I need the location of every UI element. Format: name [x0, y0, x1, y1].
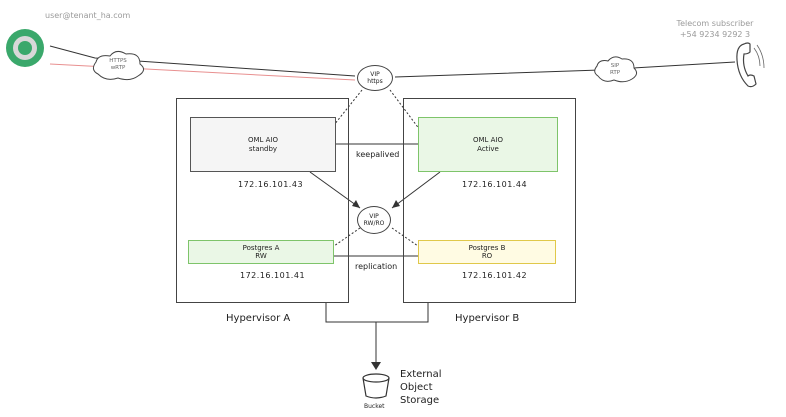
postgres-a-node: Postgres A RW [188, 240, 334, 264]
oml-standby-line2: standby [248, 144, 278, 153]
https-cloud-line2: wRTP [110, 65, 126, 71]
hypervisor-a-label: Hypervisor A [226, 313, 291, 324]
phone-icon [734, 40, 766, 90]
hypervisor-b-box [403, 98, 576, 303]
postgres-b-line1: Postgres B [468, 244, 506, 252]
vip-to-standby-dotted [329, 89, 363, 131]
postgres-a-line2: RW [255, 252, 267, 260]
standby-to-vip-mid [309, 171, 361, 209]
postgres-a-line1: Postgres A [242, 244, 280, 252]
vip-rwro-line2: RW/RO [363, 220, 385, 227]
external-storage-label: External Object Storage [400, 368, 442, 407]
active-to-vip-mid [391, 171, 441, 209]
vip-to-subscriber-line [394, 61, 736, 78]
sip-cloud-line1: SIP [610, 63, 620, 69]
subscriber-label: Telecom subscriber +54 9234 9292 3 [660, 18, 770, 40]
postgres-b-ip: 172.16.101.42 [462, 271, 528, 280]
sip-cloud-line2: RTP [609, 70, 621, 76]
https-cloud-line1: HTTPS [109, 58, 127, 64]
hypervisor-b-label: Hypervisor B [455, 313, 520, 324]
postgres-a-ip: 172.16.101.41 [240, 271, 306, 280]
vipmid-to-pgb-dotted [391, 227, 419, 247]
bucket-label: Bucket [364, 403, 385, 410]
oml-standby-ip: 172.16.101.43 [238, 180, 304, 189]
vipmid-to-pga-dotted [333, 227, 361, 247]
vip-rwro: VIP RW/RO [357, 206, 391, 234]
postgres-b-node: Postgres B RO [418, 240, 556, 264]
https-cloud: HTTPS wRTP [88, 48, 148, 84]
user-label: user@tenant_ha.com [45, 11, 131, 20]
oml-active-node: OML AIO Active [418, 117, 558, 172]
storage-line3: Storage [400, 395, 440, 406]
keepalived-label: keepalived [356, 150, 400, 159]
sip-cloud: SIP RTP [590, 54, 640, 86]
oml-active-ip: 172.16.101.44 [462, 180, 528, 189]
chrome-app-icon [5, 28, 45, 68]
bucket-icon [360, 372, 392, 400]
vip-rwro-line1: VIP [369, 213, 379, 220]
oml-standby-line1: OML AIO [247, 135, 279, 144]
vip-to-active-dotted [389, 89, 421, 131]
oml-active-line2: Active [477, 144, 499, 153]
replication-label: replication [355, 262, 398, 271]
user-to-vip-line [49, 45, 356, 77]
oml-active-line1: OML AIO [472, 135, 504, 144]
vip-https-line1: VIP [370, 71, 380, 78]
hypervisor-bridge [325, 302, 429, 323]
hypervisor-a-box [176, 98, 349, 303]
storage-line1: External [400, 369, 442, 380]
vip-https-line2: https [367, 78, 383, 85]
vip-https: VIP https [357, 65, 393, 91]
subscriber-line1: Telecom subscriber [676, 19, 754, 28]
oml-standby-node: OML AIO standby [190, 117, 336, 172]
storage-line2: Object [400, 382, 433, 393]
postgres-b-line2: RO [481, 252, 493, 260]
subscriber-line2: +54 9234 9292 3 [679, 30, 751, 39]
